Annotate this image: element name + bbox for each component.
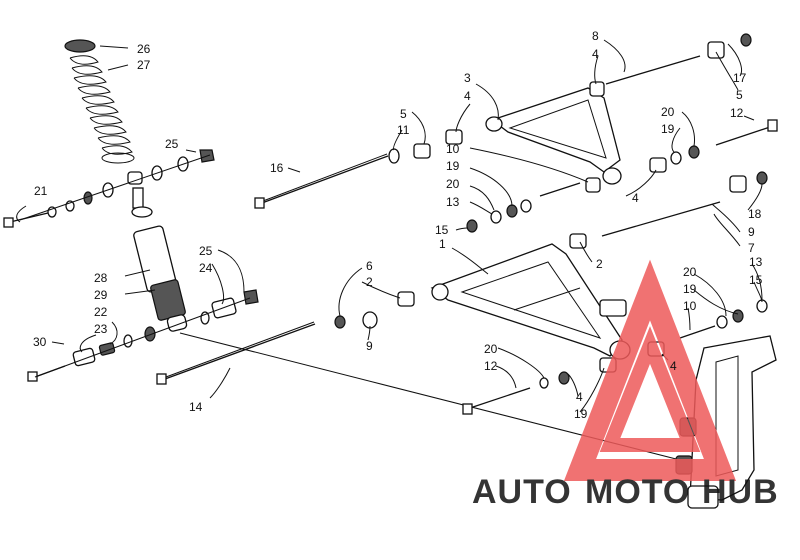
callout-label: 4 (576, 390, 583, 404)
callout-label: 20 (446, 177, 460, 191)
bolt-14-part (164, 323, 316, 380)
callout-label: 27 (137, 58, 151, 72)
callout-label: 5 (736, 88, 743, 102)
callout-label: 4 (670, 359, 677, 373)
callout-label: 4 (592, 47, 599, 61)
callout-label: 4 (464, 89, 471, 103)
bolt-12b-part (469, 387, 531, 409)
callout-label: 13 (446, 195, 460, 209)
callout-label: 12 (484, 359, 498, 373)
callout-label: 10 (446, 142, 460, 156)
callout-label: 19 (446, 159, 460, 173)
upper-a-arm-part (388, 33, 778, 224)
bolt-21-part (9, 212, 49, 223)
callout-label: 25 (165, 137, 179, 151)
bolt-8-part (605, 55, 701, 85)
callout-label: 21 (34, 184, 48, 198)
watermark-text-moto: MOTO (585, 473, 690, 511)
spring-cap-part (64, 39, 96, 53)
callout-label: 20 (484, 342, 498, 356)
sleeve-10b-part (679, 325, 716, 339)
sleeve-10-part (539, 182, 581, 197)
callout-label: 1 (439, 237, 446, 251)
watermark-text-hub: HUB (702, 473, 779, 511)
automotohub-watermark: AUTO MOTO HUB (472, 259, 779, 511)
callout-label: 25 (199, 244, 213, 258)
watermark-text-auto: AUTO (472, 473, 572, 511)
callout-labels: 26 27 25 21 28 29 25 24 22 23 30 14 16 5… (33, 29, 763, 421)
callout-label: 14 (189, 400, 203, 414)
callout-label: 2 (366, 275, 373, 289)
callout-label: 16 (270, 161, 284, 175)
callout-label: 20 (683, 265, 697, 279)
callout-label: 13 (749, 255, 763, 269)
callout-label: 17 (733, 71, 747, 85)
callout-label: 6 (366, 259, 373, 273)
callout-label: 30 (33, 335, 47, 349)
callout-label: 5 (400, 107, 407, 121)
watermark-triangle-logo (563, 259, 737, 481)
callout-label: 7 (748, 241, 755, 255)
callout-label: 15 (435, 223, 449, 237)
bolt-7-part (601, 201, 721, 237)
callout-label: 19 (683, 282, 697, 296)
callout-label: 23 (94, 322, 108, 336)
shock-absorber-assembly (3, 39, 259, 382)
callout-label: 9 (748, 225, 755, 239)
callout-label: 9 (366, 339, 373, 353)
bolt-12-part (715, 126, 771, 146)
callout-label: 29 (94, 288, 108, 302)
callout-label: 2 (596, 257, 603, 271)
callout-label: 11 (397, 123, 410, 137)
callout-label: 20 (661, 105, 675, 119)
callout-label: 10 (683, 299, 697, 313)
coil-spring-part (69, 55, 135, 164)
bolt-16-part (261, 155, 389, 204)
callout-label: 3 (464, 71, 471, 85)
callout-label: 19 (574, 407, 588, 421)
callout-label: 28 (94, 271, 108, 285)
callout-label: 19 (661, 122, 675, 136)
callout-label: 12 (730, 106, 744, 120)
shock-rod-part (132, 187, 144, 209)
callout-label: 24 (199, 261, 213, 275)
callout-label: 15 (749, 273, 763, 287)
lower-a-arm-part (334, 171, 768, 415)
callout-label: 8 (592, 29, 599, 43)
callout-label: 18 (748, 207, 762, 221)
callout-label: 26 (137, 42, 151, 56)
leader-lines (16, 39, 763, 413)
callout-label: 4 (632, 191, 639, 205)
callout-label: 22 (94, 305, 108, 319)
